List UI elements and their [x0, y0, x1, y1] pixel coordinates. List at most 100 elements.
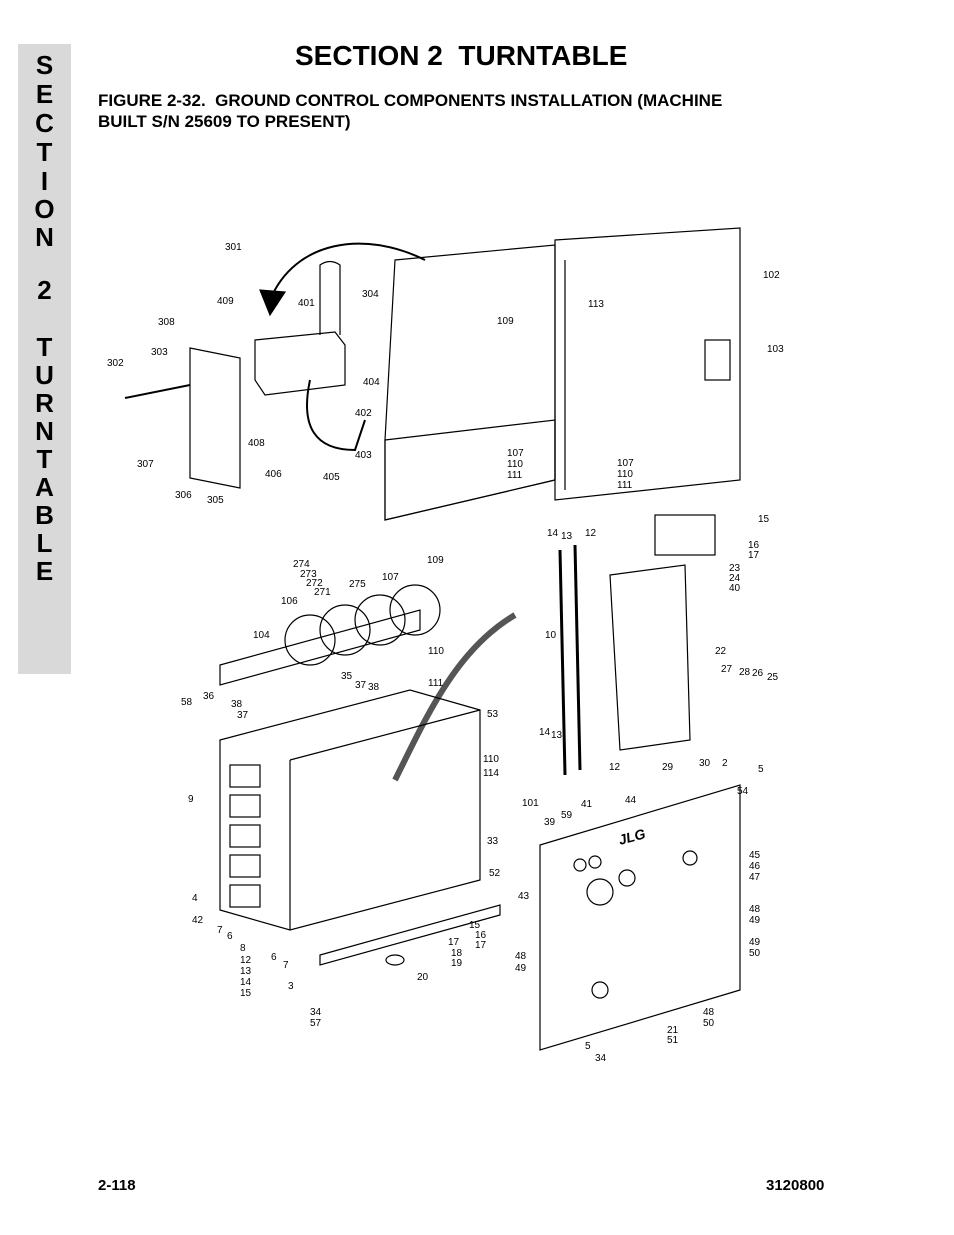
- figure-title: FIGURE 2-32. GROUND CONTROL COMPONENTS I…: [98, 90, 818, 132]
- callout-18: 18: [451, 948, 463, 959]
- callout-14: 14: [539, 727, 551, 738]
- callout-24: 24: [729, 573, 741, 584]
- gauge-275: [354, 594, 406, 646]
- callout-52: 52: [489, 868, 501, 879]
- callout-25: 25: [767, 672, 779, 683]
- cover-shell: [384, 244, 556, 521]
- callout-4: 4: [192, 893, 198, 904]
- callout-13: 13: [561, 531, 573, 542]
- callout-35: 35: [341, 671, 353, 682]
- callout-306: 306: [175, 490, 192, 501]
- callout-58: 58: [181, 697, 193, 708]
- side-tab-letter: T: [36, 137, 53, 167]
- callout-15: 15: [240, 988, 252, 999]
- callout-51: 51: [667, 1035, 679, 1046]
- callout-305: 305: [207, 495, 224, 506]
- page-title: SECTION 2 TURNTABLE: [295, 40, 628, 71]
- callout-107: 107: [507, 448, 524, 459]
- callout-43: 43: [518, 891, 530, 902]
- knob-44: [618, 869, 636, 887]
- callout-41: 41: [581, 799, 593, 810]
- callout-6: 6: [227, 931, 233, 942]
- din-rail-2: [573, 544, 582, 771]
- callout-49: 49: [749, 915, 761, 926]
- callout-408: 408: [248, 438, 265, 449]
- callout-110: 110: [428, 646, 444, 657]
- callout-17: 17: [448, 937, 460, 948]
- callout-275: 275: [349, 579, 366, 590]
- relay-4: [229, 854, 261, 878]
- callout-101: 101: [522, 798, 539, 809]
- callout-19: 19: [451, 958, 463, 969]
- figure-title-line-1: FIGURE 2-32. GROUND CONTROL COMPONENTS I…: [98, 91, 723, 110]
- callout-12: 12: [585, 528, 597, 539]
- side-tab-letter: 2: [37, 275, 52, 305]
- callout-104: 104: [253, 630, 270, 641]
- callout-23: 23: [729, 563, 741, 574]
- callout-49: 49: [515, 963, 527, 974]
- callout-402: 402: [355, 408, 372, 419]
- callout-50: 50: [749, 948, 761, 959]
- callout-17: 17: [475, 940, 487, 951]
- callout-5: 5: [585, 1041, 591, 1052]
- bottom-rail: [319, 904, 501, 966]
- callout-12: 12: [609, 762, 621, 773]
- callout-273: 273: [300, 569, 317, 580]
- callout-28: 28: [739, 667, 751, 678]
- gauge-106: [284, 614, 336, 666]
- callout-38: 38: [231, 699, 243, 710]
- callout-409: 409: [217, 296, 234, 307]
- callout-15: 15: [758, 514, 770, 525]
- callout-16: 16: [748, 540, 760, 551]
- callout-37: 37: [355, 680, 367, 691]
- callout-106: 106: [281, 596, 298, 607]
- callout-302: 302: [107, 358, 124, 369]
- callout-50: 50: [703, 1018, 715, 1029]
- lamp-41: [588, 855, 602, 869]
- callout-37: 37: [237, 710, 249, 721]
- callout-57: 57: [310, 1018, 322, 1029]
- callout-114: 114: [483, 768, 499, 779]
- callout-42: 42: [192, 915, 204, 926]
- callout-8: 8: [240, 943, 246, 954]
- callout-30: 30: [699, 758, 711, 769]
- gauge-271: [319, 604, 371, 656]
- callout-14: 14: [547, 528, 559, 539]
- callout-3: 3: [288, 981, 294, 992]
- callout-113: 113: [588, 299, 604, 310]
- side-tab-letter: C: [35, 108, 54, 138]
- callout-34: 34: [595, 1053, 607, 1064]
- callout-7: 7: [217, 925, 223, 936]
- mount-plate: [189, 347, 241, 489]
- callout-44: 44: [625, 795, 637, 806]
- callout-271: 271: [314, 587, 331, 598]
- callout-110: 110: [483, 754, 499, 765]
- callout-20: 20: [417, 972, 429, 983]
- side-tab-letter: E: [35, 79, 54, 109]
- side-tab-letter: E: [35, 556, 54, 586]
- callout-34: 34: [310, 1007, 322, 1018]
- callout-10: 10: [545, 630, 557, 641]
- control-box: [219, 689, 481, 931]
- callout-16: 16: [475, 930, 487, 941]
- callout-40: 40: [729, 583, 741, 594]
- callout-110: 110: [507, 459, 523, 470]
- switch-block: [254, 331, 346, 396]
- callout-301: 301: [225, 242, 242, 253]
- rotation-arrow: [269, 242, 426, 301]
- callout-110: 110: [617, 469, 633, 480]
- bolt-302: [124, 384, 191, 399]
- callout-53: 53: [487, 709, 499, 720]
- callout-13: 13: [551, 730, 563, 741]
- relay-2: [229, 794, 261, 818]
- callout-17: 17: [748, 550, 760, 561]
- callout-21: 21: [667, 1025, 679, 1036]
- plug-21: [591, 981, 609, 999]
- cover-bottom: [384, 419, 556, 521]
- lamp-45: [682, 850, 698, 866]
- side-tab-letter: A: [35, 472, 54, 502]
- callout-22: 22: [715, 646, 727, 657]
- din-rail: [558, 549, 567, 776]
- callout-38: 38: [368, 682, 380, 693]
